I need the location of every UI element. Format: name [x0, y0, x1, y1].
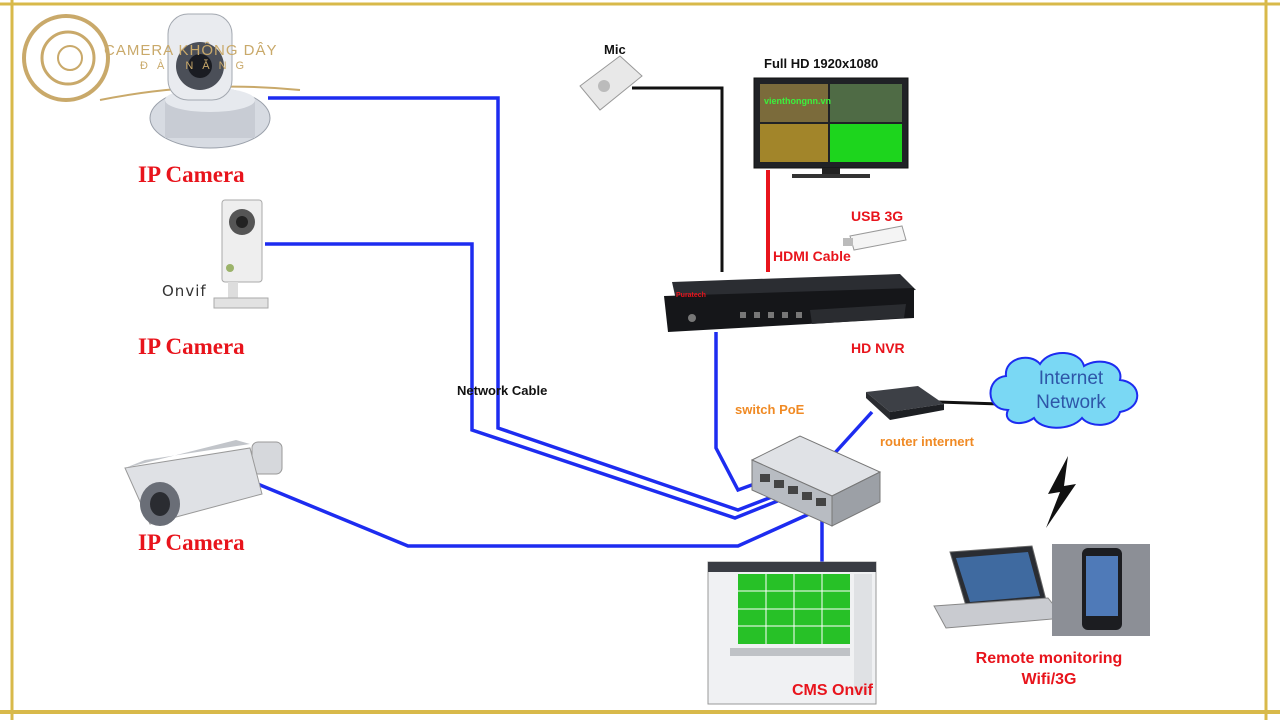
lightning-icon	[1046, 456, 1076, 528]
nvr-brand-text: Puratech	[676, 292, 706, 299]
ip-camera-label-2: IP Camera	[138, 334, 245, 359]
cloud-icon	[989, 351, 1139, 429]
internet-network-label: Internet Network	[1018, 367, 1124, 415]
switch-poe-label: switch PoE	[735, 402, 805, 417]
network-cable-label: Network Cable	[457, 383, 548, 398]
onvif-label: Onvif	[162, 282, 207, 300]
microphone-icon	[579, 55, 643, 111]
laptop-icon	[933, 545, 1065, 629]
cube-camera-icon	[213, 199, 269, 309]
hdmi-cable-label: HDMI Cable	[773, 248, 851, 264]
brand-title: CAMERA KHÔNG DÂY	[104, 42, 278, 59]
bullet-camera-icon	[124, 440, 283, 526]
cms-onvif-label: CMS Onvif	[792, 682, 873, 699]
mic-label: Mic	[604, 42, 626, 57]
monitor-text: vienthongnn.vn	[764, 96, 831, 106]
ptz-camera-icon	[149, 13, 271, 149]
network-text: Network	[1036, 392, 1106, 413]
poe-switch-icon	[750, 435, 882, 527]
ip-camera-label-1: IP Camera	[138, 162, 245, 187]
nvr-icon	[664, 274, 916, 332]
network-cable-bullet	[247, 478, 819, 548]
usb-modem-icon	[843, 225, 907, 251]
network-cable-router	[831, 410, 874, 457]
ip-camera-label-3: IP Camera	[138, 530, 245, 555]
usb-3g-label: USB 3G	[851, 208, 904, 224]
smartphone-icon	[1052, 544, 1150, 636]
full-hd-label: Full HD 1920x1080	[764, 56, 879, 71]
hd-nvr-label: HD NVR	[851, 340, 905, 356]
router-label: router internert	[880, 434, 974, 449]
cms-screen-icon	[707, 561, 877, 705]
network-cable-cube	[265, 242, 786, 520]
remote-line-2: Wifi/3G	[1021, 671, 1077, 688]
brand-subtitle: ĐÀ NẴNG	[140, 60, 254, 72]
router-to-cloud-cable	[937, 400, 1001, 406]
remote-monitoring-label: Remote monitoring Wifi/3G	[960, 648, 1138, 690]
network-cable-nvr	[714, 332, 761, 493]
internet-text: Internet	[1038, 368, 1104, 389]
monitor-icon	[753, 77, 909, 178]
router-icon	[866, 386, 944, 420]
mic-cable	[632, 86, 724, 272]
remote-line-1: Remote monitoring	[975, 650, 1123, 667]
network-cable-ptz	[268, 96, 791, 512]
network-cables	[247, 96, 874, 568]
